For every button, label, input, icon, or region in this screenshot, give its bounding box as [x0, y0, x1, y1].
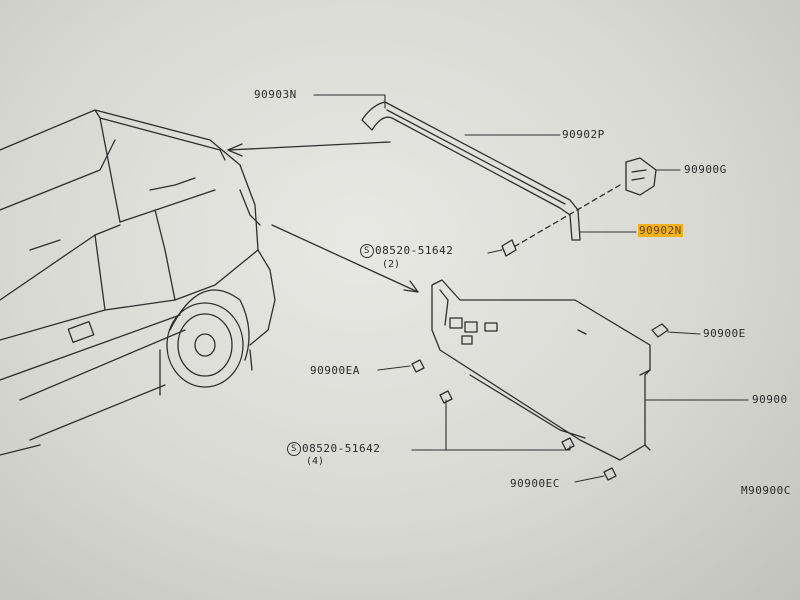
upper-garnish-part: [361, 101, 581, 241]
qty-screw-top: (2): [382, 259, 401, 270]
label-90900ec: 90900EC: [510, 477, 560, 490]
label-90900ea: 90900EA: [310, 364, 360, 377]
clip-ec-part: [603, 467, 617, 481]
label-90903n: 90903N: [254, 88, 297, 101]
vehicle-outline: [0, 109, 276, 456]
label-90902n-highlighted: 90902N: [638, 224, 683, 237]
clip-bracket-part: [625, 157, 657, 196]
label-90902p: 90902P: [562, 128, 605, 141]
screw-bottom-2: [561, 437, 575, 451]
figure-id: M90900C: [741, 484, 791, 497]
screw-top-part: [501, 239, 517, 257]
screw-bottom-1: [439, 390, 453, 404]
label-90900e: 90900E: [703, 327, 746, 340]
label-90900: 90900: [752, 393, 788, 406]
clip-ea-part: [411, 359, 425, 373]
label-90900g: 90900G: [684, 163, 727, 176]
trim-panel-part: [431, 279, 651, 461]
qty-screw-bottom: (4): [306, 456, 325, 467]
screw-symbol-icon: S: [360, 244, 374, 258]
screw-symbol-icon: S: [287, 442, 301, 456]
leader-arrows: [227, 141, 419, 293]
leader-lines: [313, 94, 749, 483]
clip-e-part: [651, 323, 669, 338]
